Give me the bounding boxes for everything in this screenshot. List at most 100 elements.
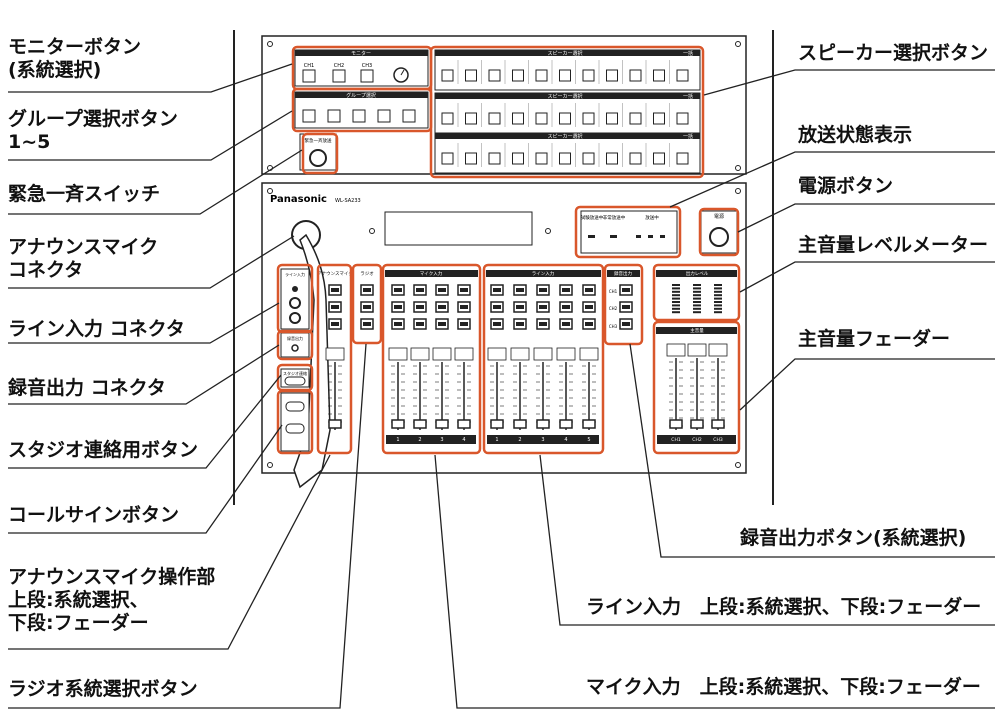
label-speaker-select: スピーカー選択ボタン: [798, 42, 989, 64]
select-button-led: [331, 288, 339, 292]
studio-button[interactable]: [284, 376, 306, 386]
master-number-bar: [657, 435, 736, 444]
select-button-led: [622, 305, 630, 309]
highlight-mic: [381, 263, 482, 455]
monitor-button[interactable]: [360, 69, 374, 83]
fader-knob[interactable]: [536, 419, 550, 429]
speaker-button[interactable]: [488, 112, 501, 125]
label-broadcast-status: 放送状態表示: [798, 124, 913, 146]
callsign-button[interactable]: [285, 423, 305, 434]
monitor-button[interactable]: [302, 69, 316, 83]
speaker-button[interactable]: [465, 112, 477, 125]
monitor-button-label: CH3: [362, 63, 372, 69]
fader-knob[interactable]: [457, 419, 471, 429]
fader-knob[interactable]: [582, 419, 596, 429]
power-button[interactable]: [709, 227, 729, 247]
fader-knob[interactable]: [711, 419, 725, 429]
volume-knob-icon[interactable]: [393, 67, 409, 83]
screw-icon: [369, 228, 375, 234]
speaker-button[interactable]: [559, 69, 571, 82]
speaker-button[interactable]: [441, 112, 454, 125]
label-radio-select: ラジオ系統選択ボタン: [8, 678, 198, 700]
level-meter-segment: [672, 290, 680, 293]
select-button-led: [585, 305, 593, 309]
monitor-button[interactable]: [332, 69, 346, 83]
speaker-button[interactable]: [676, 69, 689, 82]
speaker-button[interactable]: [535, 69, 548, 82]
speaker-button[interactable]: [582, 152, 595, 165]
speaker-button[interactable]: [606, 112, 618, 125]
monitor-button-label: CH1: [304, 63, 314, 69]
speaker-button[interactable]: [535, 112, 548, 125]
speaker-button[interactable]: [488, 152, 501, 165]
fader-knob[interactable]: [413, 419, 427, 429]
screw-icon: [267, 41, 273, 47]
master-title: 主音量: [690, 327, 704, 334]
speaker-rows: スピーカー選択 スピーカー選択 スピーカー選択 一括 一括 一括: [434, 49, 701, 174]
screw-icon: [545, 228, 551, 234]
channel-label-box: [487, 347, 507, 361]
fader-knob[interactable]: [690, 419, 704, 429]
monitor-buttons: CH1 CH2 CH3: [302, 63, 409, 83]
select-button-led: [539, 305, 547, 309]
group-button[interactable]: [327, 109, 341, 123]
group-button[interactable]: [377, 109, 391, 123]
power-label: 電源: [714, 213, 724, 220]
fader-knob[interactable]: [513, 419, 527, 429]
speaker-button[interactable]: [629, 69, 642, 82]
leader-announce-op: [8, 454, 331, 650]
callsign-button[interactable]: [285, 401, 305, 412]
level-meter-segment: [714, 284, 722, 286]
line-channel-number: 1: [495, 437, 498, 443]
speaker-button[interactable]: [653, 112, 665, 125]
leader-mic-input: [434, 454, 995, 709]
fader-knob[interactable]: [669, 419, 683, 429]
fader-knob[interactable]: [328, 419, 342, 429]
speaker-button[interactable]: [488, 69, 501, 82]
fader-knob[interactable]: [559, 419, 573, 429]
emergency-switch[interactable]: [309, 149, 327, 167]
fader-knob[interactable]: [435, 419, 449, 429]
speaker-button[interactable]: [653, 69, 665, 82]
channel-label-box: [533, 347, 553, 361]
screw-icon: [735, 41, 741, 47]
speaker-button[interactable]: [465, 69, 477, 82]
highlight-status: [574, 205, 682, 259]
screw-icon: [735, 462, 741, 468]
level-meter-segment: [714, 287, 722, 290]
speaker-button[interactable]: [653, 152, 665, 165]
speaker-button[interactable]: [606, 69, 618, 82]
select-button-led: [516, 305, 524, 309]
speaker-button[interactable]: [512, 69, 524, 82]
select-button-led: [438, 288, 446, 292]
group-button[interactable]: [302, 109, 316, 123]
speaker-button[interactable]: [629, 152, 642, 165]
speaker-button[interactable]: [559, 152, 571, 165]
speaker-button[interactable]: [582, 112, 595, 125]
fader-knob[interactable]: [391, 419, 405, 429]
line-in-jack[interactable]: [289, 312, 301, 324]
status-led: [588, 235, 595, 238]
speaker-button[interactable]: [559, 112, 571, 125]
speaker-button[interactable]: [465, 152, 477, 165]
speaker-button[interactable]: [441, 152, 454, 165]
line-in-jack[interactable]: [289, 297, 301, 309]
channel-label-box: [687, 343, 707, 357]
speaker-button[interactable]: [512, 152, 524, 165]
group-header-bar: [385, 270, 478, 277]
level-meter-segment: [672, 307, 680, 310]
speaker-button[interactable]: [676, 152, 689, 165]
speaker-button[interactable]: [606, 152, 618, 165]
group-button[interactable]: [352, 109, 366, 123]
speaker-button[interactable]: [441, 69, 454, 82]
speaker-button[interactable]: [582, 69, 595, 82]
select-button-led: [493, 288, 501, 292]
fader-knob[interactable]: [490, 419, 504, 429]
speaker-button[interactable]: [512, 112, 524, 125]
speaker-button[interactable]: [676, 112, 689, 125]
group-button[interactable]: [402, 109, 416, 123]
speaker-button[interactable]: [535, 152, 548, 165]
label-group-select: グループ選択ボタン 1~5: [8, 108, 178, 153]
rec-jack[interactable]: [291, 344, 299, 352]
speaker-button[interactable]: [629, 112, 642, 125]
